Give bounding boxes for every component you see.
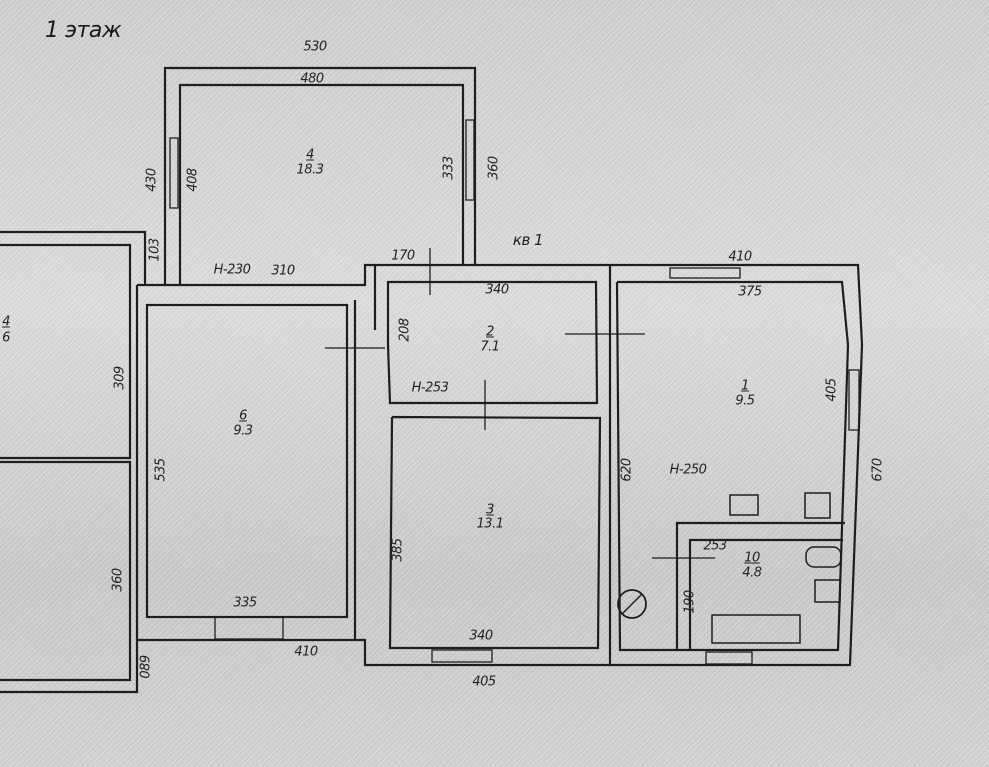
- room-10-number: 10: [744, 550, 760, 566]
- dim: 340: [485, 282, 509, 298]
- left-room-number: 4: [2, 314, 10, 330]
- room-4-walls: [163, 66, 477, 285]
- dim: 530: [303, 39, 327, 55]
- room-6-area: 9.3: [233, 423, 253, 439]
- dim: 535: [153, 458, 169, 482]
- room-10-walls: [652, 521, 845, 665]
- room-1-area: 9.5: [735, 393, 755, 409]
- apartment-label: кв 1: [512, 231, 544, 249]
- dim: 620: [619, 458, 635, 482]
- dim: 360: [486, 156, 502, 180]
- room-2-area: 7.1: [480, 339, 500, 355]
- room-3-walls: [388, 415, 602, 663]
- dim: 089: [138, 655, 154, 679]
- room-3-area: 13.1: [476, 516, 504, 532]
- dim: 410: [728, 249, 752, 265]
- dim: 385: [390, 538, 406, 562]
- dim: 103: [147, 238, 163, 262]
- dim: 253: [703, 538, 727, 554]
- dim: 170: [391, 248, 415, 264]
- room-2-height: Н-253: [411, 380, 449, 396]
- dim: 405: [472, 674, 496, 690]
- room-10-area: 4.8: [742, 565, 762, 581]
- room-2-number: 2: [486, 324, 494, 340]
- dim: 310: [271, 263, 295, 279]
- dim: 333: [441, 156, 457, 180]
- left-rooms-walls: [0, 230, 147, 694]
- dim: 670: [870, 458, 886, 482]
- dim: 405: [824, 378, 840, 402]
- dim: 309: [112, 366, 128, 390]
- dim: 335: [233, 595, 257, 611]
- dim: 360: [110, 568, 126, 592]
- room-4-area: 18.3: [296, 162, 324, 178]
- room-4-number: 4: [306, 147, 314, 163]
- dim: 480: [300, 71, 324, 87]
- room-3-number: 3: [486, 502, 494, 518]
- dim: 208: [397, 318, 413, 342]
- left-room-area: 6: [2, 330, 10, 346]
- dim: 410: [294, 644, 318, 660]
- room-1-height: Н-250: [669, 462, 707, 478]
- room-2-walls: [325, 248, 645, 430]
- room-6-number: 6: [239, 408, 247, 424]
- room-6-walls: [137, 263, 610, 667]
- room-4-height: Н-230: [213, 262, 251, 278]
- dim: 408: [185, 168, 201, 192]
- floor-title: 1 этаж: [45, 18, 122, 43]
- dim: 340: [469, 628, 493, 644]
- dim: 375: [738, 284, 762, 300]
- dim: 430: [144, 168, 160, 192]
- room-1-walls: [608, 263, 864, 667]
- dim: 190: [682, 590, 698, 614]
- room-1-number: 1: [741, 378, 749, 394]
